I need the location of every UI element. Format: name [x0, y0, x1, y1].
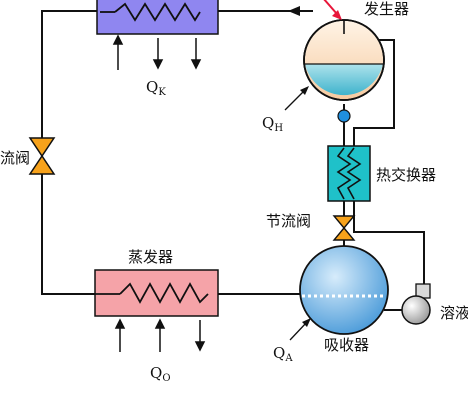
evaporator-heat-arrows-icon	[114, 318, 206, 352]
q-generator-arrow-icon	[284, 86, 309, 111]
refrigerant-throttle-valve	[28, 137, 56, 175]
solution-pump	[384, 283, 431, 325]
refrigerant-valve-label: 流阀	[0, 149, 30, 167]
q-generator-label: QH	[262, 114, 283, 134]
evaporator	[94, 269, 219, 317]
absorber-label: 吸收器	[324, 336, 369, 354]
q-condenser-label: QK	[146, 78, 166, 98]
generator	[303, 19, 385, 101]
solution-throttle-valve	[332, 215, 356, 241]
pump-label: 溶液	[440, 304, 468, 322]
flow-arrow-icon	[288, 6, 300, 16]
condenser-heat-arrows-icon	[112, 34, 202, 70]
solution-valve-label: 节流阀	[266, 212, 311, 230]
generator-label: 发生器	[364, 0, 409, 18]
heat-input-arrow-icon	[323, 0, 342, 20]
q-absorber-label: QA	[273, 344, 293, 364]
q-absorber-arrow-icon	[289, 318, 311, 341]
evaporator-label: 蒸发器	[128, 248, 173, 266]
heat-exchanger	[327, 145, 371, 202]
q-evaporator-label: QO	[150, 364, 171, 384]
absorber	[299, 245, 389, 335]
condenser	[96, 0, 219, 35]
solution-node	[337, 109, 351, 123]
heat-exchanger-label: 热交换器	[376, 166, 436, 184]
